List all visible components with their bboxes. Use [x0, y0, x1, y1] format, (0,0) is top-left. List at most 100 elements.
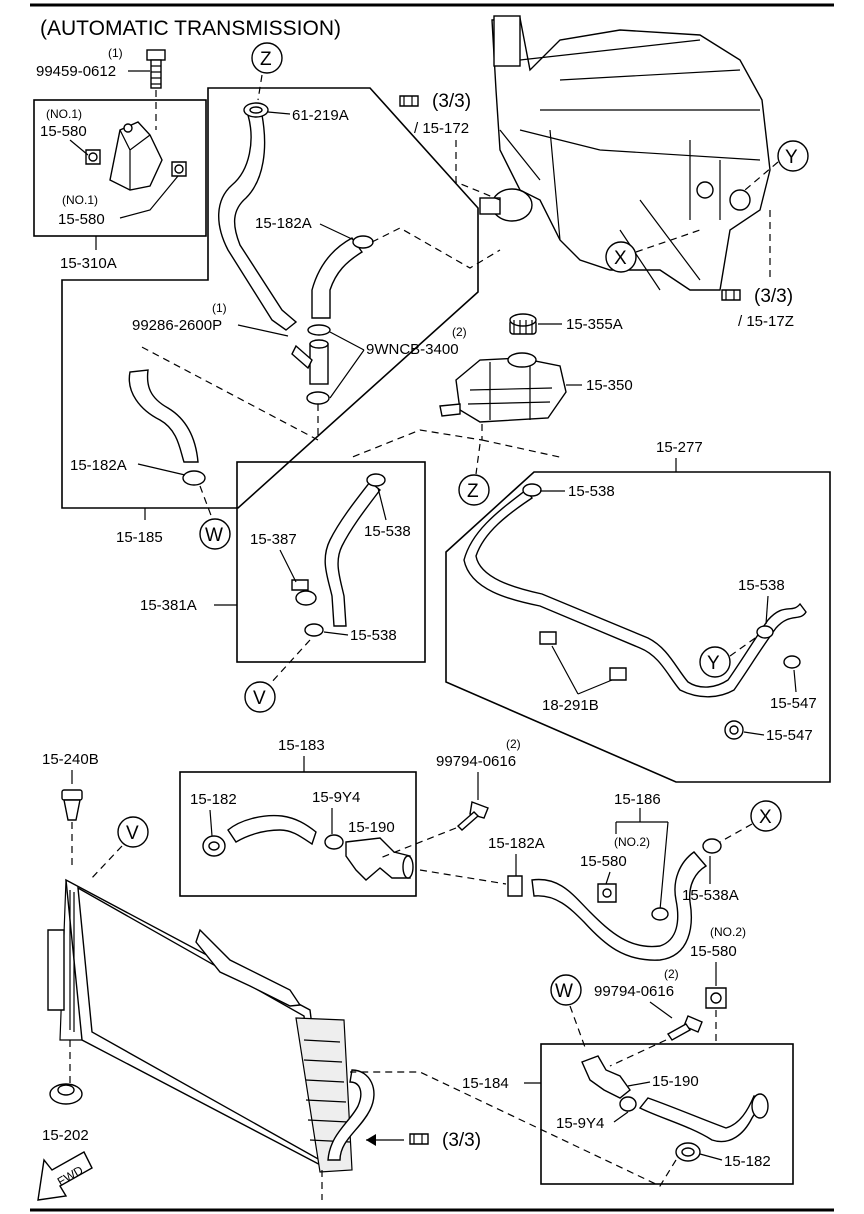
label-15-182-b: 15-182 — [724, 1153, 771, 1170]
callout-y-mid — [699, 646, 731, 678]
callout-w-top-label: W — [205, 525, 223, 546]
clip-15-580-c[interactable] — [597, 883, 617, 903]
label-15-182A-top: 15-182A — [255, 215, 312, 232]
label-15-538A: 15-538A — [682, 887, 739, 904]
plug-15-240B[interactable] — [61, 789, 83, 821]
callout-x-bottom-label: X — [759, 807, 772, 828]
clamp-15-9Y4-b[interactable] — [619, 1096, 637, 1112]
clamp-15-182-b[interactable] — [675, 1142, 701, 1162]
radiator[interactable] — [47, 878, 375, 1173]
hose-15-381A[interactable] — [324, 481, 381, 627]
hose-15-277[interactable] — [463, 489, 807, 698]
page-reference-icon[interactable] — [399, 95, 419, 107]
ref-33-b: (3/3) — [754, 286, 793, 307]
bracket-15-310A[interactable] — [109, 121, 163, 191]
callout-z-top-label: Z — [260, 49, 272, 70]
label-15-355A: 15-355A — [566, 316, 623, 333]
clamp-61-219A[interactable] — [243, 102, 269, 118]
label-15-183: 15-183 — [278, 737, 325, 754]
callout-x-bottom — [750, 800, 782, 832]
clamp-15-182A-top[interactable] — [352, 235, 374, 249]
clamp-15-547-b[interactable] — [724, 720, 744, 740]
bolt-99794-a[interactable] — [456, 801, 489, 831]
hose-15-182-a[interactable] — [227, 814, 317, 846]
label-15-240B: 15-240B — [42, 751, 99, 768]
label-15-9Y4-b: 15-9Y4 — [556, 1115, 604, 1132]
cap-15-355A[interactable] — [509, 313, 537, 335]
clamp-15-182-a[interactable] — [202, 835, 226, 857]
label-18-291B: 18-291B — [542, 697, 599, 714]
clip-15-580-d[interactable] — [705, 987, 727, 1009]
hose-15-182-b[interactable] — [638, 1093, 769, 1143]
clamp-15-547-a[interactable] — [783, 655, 801, 669]
label-15-182A-mid: 15-182A — [488, 835, 545, 852]
label-15-580-c: 15-580 — [580, 853, 627, 870]
clamp-15-538-b[interactable] — [756, 625, 774, 639]
callout-y-top — [777, 140, 809, 172]
callout-v-bottom-label: V — [126, 823, 139, 844]
label-99794-qty-b: (2) — [664, 967, 679, 981]
label-15-184: 15-184 — [462, 1075, 509, 1092]
callout-z-top — [251, 42, 283, 74]
clamp-15-538-a[interactable] — [522, 483, 542, 497]
callout-x-top-label: X — [614, 248, 627, 269]
callout-z-mid-label: Z — [467, 481, 479, 502]
label-99286: 99286-2600P — [132, 317, 222, 334]
bolt-99794-b[interactable] — [666, 1015, 703, 1041]
clip-18-291B-a[interactable] — [539, 631, 557, 645]
hose-upper-15-185[interactable] — [218, 114, 298, 331]
label-99459-qty: (1) — [108, 46, 123, 60]
label-15-277: 15-277 — [656, 439, 703, 456]
pipe-15-190-b[interactable] — [581, 1055, 631, 1099]
label-15-538-b: 15-538 — [738, 577, 785, 594]
callout-y-top-label: Y — [785, 147, 798, 168]
reservoir-15-350[interactable] — [439, 352, 567, 423]
label-15-381A: 15-381A — [140, 597, 197, 614]
label-99459: 99459-0612 — [36, 63, 116, 80]
hose-group-15-381A-box — [236, 461, 426, 663]
label-15-9Y4-a: 15-9Y4 — [312, 789, 360, 806]
clip-15-580-b[interactable] — [171, 161, 187, 177]
label-15-190-b: 15-190 — [652, 1073, 699, 1090]
label-15-182-a: 15-182 — [190, 791, 237, 808]
label-99794-b: 99794-0616 — [594, 983, 674, 1000]
clamp-15-182A-left[interactable] — [182, 470, 206, 486]
label-no1-a: (NO.1) — [46, 107, 82, 121]
label-15-547-a: 15-547 — [770, 695, 817, 712]
clamp-hose-15-186-mid[interactable] — [651, 907, 669, 921]
clip-15-387[interactable] — [291, 579, 317, 606]
ref-15-172: / 15-172 — [414, 120, 469, 137]
clip-15-580-a[interactable] — [85, 149, 101, 165]
engine-block — [479, 15, 771, 291]
clamp-15-9Y4-a[interactable] — [324, 834, 344, 850]
label-no2-b: (NO.2) — [710, 925, 746, 939]
clip-18-291B-b[interactable] — [609, 667, 627, 681]
hose-15-182A-left[interactable] — [128, 369, 199, 463]
hose-15-186[interactable] — [531, 851, 708, 961]
bolt-99459[interactable] — [146, 49, 166, 89]
callout-w-bottom-label: W — [555, 981, 573, 1002]
hose-15-182A-top[interactable] — [311, 237, 364, 319]
callout-v-bottom — [117, 816, 149, 848]
clamp-15-538A[interactable] — [702, 838, 722, 854]
ref-33-a: (3/3) — [432, 91, 471, 112]
label-61-219A: 61-219A — [292, 107, 349, 124]
ref-33-c: (3/3) — [442, 1130, 481, 1151]
label-15-310A: 15-310A — [60, 255, 117, 272]
callout-w-top — [199, 518, 231, 550]
clamp-15-538-d[interactable] — [304, 623, 324, 637]
mount-15-202[interactable] — [49, 1083, 83, 1105]
pipe-15-190-a[interactable] — [345, 837, 414, 881]
label-15-190-a: 15-190 — [348, 819, 395, 836]
junction-pipe[interactable] — [291, 324, 331, 405]
label-99794-a: 99794-0616 — [436, 753, 516, 770]
page-reference-icon[interactable] — [409, 1133, 429, 1145]
callout-w-bottom — [550, 974, 582, 1006]
clamp-15-538-c[interactable] — [366, 473, 386, 487]
hose-group-15-185-box — [61, 87, 479, 509]
clamp-15-182A-mid[interactable] — [507, 875, 523, 897]
page-reference-icon[interactable] — [721, 289, 741, 301]
label-99794-qty-a: (2) — [506, 737, 521, 751]
hose-group-15-184-box — [540, 1043, 794, 1185]
